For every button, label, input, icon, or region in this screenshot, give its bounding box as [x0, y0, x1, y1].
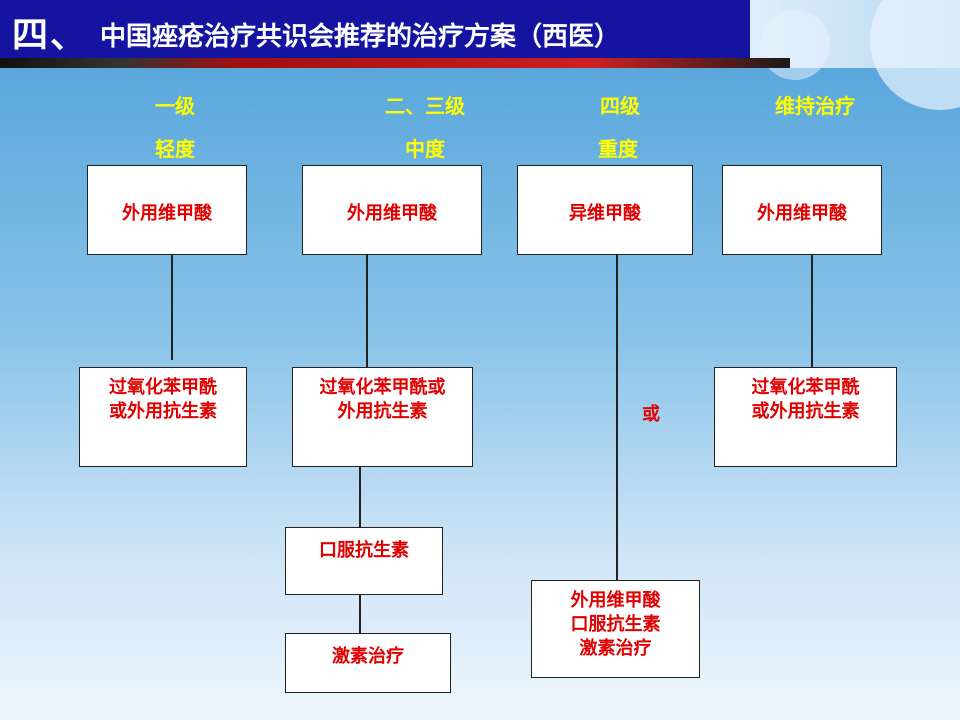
level-4-connector [616, 255, 618, 580]
level-4-second-box: 外用维甲酸 口服抗生素 激素治疗 [531, 580, 700, 678]
level-2-3-fourth-box: 激素治疗 [285, 633, 451, 693]
level-4-second-text: 外用维甲酸 口服抗生素 激素治疗 [570, 590, 661, 659]
level-2-3-first-text: 外用维甲酸 [347, 203, 437, 224]
level-1-first-text: 外用维甲酸 [122, 203, 212, 224]
level-2-3-connector-3 [359, 595, 361, 633]
level-4-first-text: 异维甲酸 [569, 203, 641, 224]
header-decoration [750, 0, 960, 110]
level-1-label: 一级 [155, 94, 195, 118]
level-4-first-box: 异维甲酸 [517, 165, 693, 255]
section-number: 四、 [12, 15, 89, 56]
level-4-label: 四级 [600, 94, 640, 118]
maintenance-connector [811, 255, 813, 367]
level-4-or-label: 或 [642, 404, 660, 425]
level-2-3-second-box: 过氧化苯甲酰或 外用抗生素 [292, 367, 473, 467]
level-1-second-box: 过氧化苯甲酰 或外用抗生素 [79, 367, 247, 467]
level-2-3-third-text: 口服抗生素 [319, 540, 409, 561]
level-2-3-label: 二、三级 [385, 94, 465, 118]
maintenance-second-text: 过氧化苯甲酰 或外用抗生素 [751, 377, 860, 422]
title-bar: 四、 中国痤疮治疗共识会推荐的治疗方案（西医） [0, 0, 750, 58]
maintenance-first-text: 外用维甲酸 [757, 203, 847, 224]
level-2-3-connector-2 [359, 467, 361, 527]
level-4-severity: 重度 [598, 137, 638, 161]
level-2-3-fourth-text: 激素治疗 [332, 646, 404, 667]
level-1-first-box: 外用维甲酸 [87, 165, 247, 255]
page-title: 中国痤疮治疗共识会推荐的治疗方案（西医） [100, 22, 621, 52]
level-2-3-severity: 中度 [405, 137, 445, 161]
level-1-connector [171, 255, 173, 360]
level-2-3-second-text: 过氧化苯甲酰或 外用抗生素 [319, 377, 446, 422]
maintenance-label: 维持治疗 [775, 94, 855, 118]
level-2-3-connector-1 [366, 255, 368, 367]
maintenance-second-box: 过氧化苯甲酰 或外用抗生素 [714, 367, 897, 467]
title-underline [0, 58, 790, 68]
maintenance-first-box: 外用维甲酸 [722, 165, 882, 255]
level-2-3-third-box: 口服抗生素 [285, 527, 443, 595]
level-1-second-text: 过氧化苯甲酰 或外用抗生素 [109, 377, 217, 422]
level-1-severity: 轻度 [155, 137, 195, 161]
level-2-3-first-box: 外用维甲酸 [302, 165, 482, 255]
